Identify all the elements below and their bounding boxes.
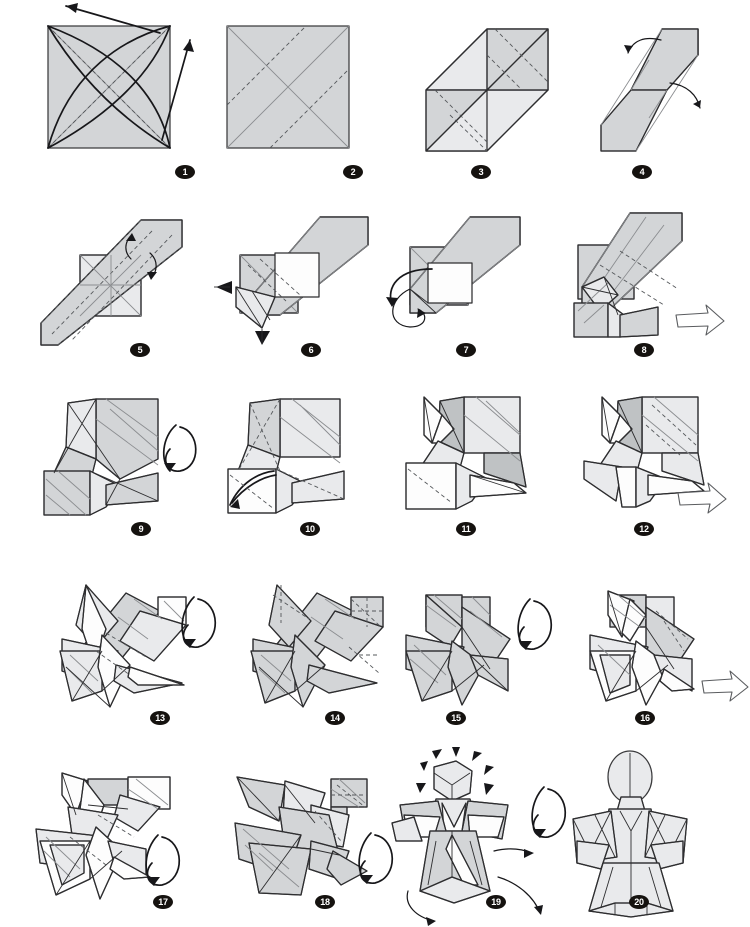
step-figure-1: 1 xyxy=(30,0,210,195)
step-badge-11: 11 xyxy=(456,522,476,536)
step-badge-19: 19 xyxy=(486,895,506,909)
step-badge-1: 1 xyxy=(175,165,195,179)
step-figure-7: 7 xyxy=(380,195,570,375)
step-row-5: 17 xyxy=(0,745,750,927)
step-badge-6: 6 xyxy=(301,343,321,357)
step-badge-17: 17 xyxy=(153,895,173,909)
step-badge-2: 2 xyxy=(343,165,363,179)
step-badge-9: 9 xyxy=(131,522,151,536)
step-figure-16: 16 xyxy=(560,555,750,745)
step-figure-19: 19 xyxy=(390,745,580,927)
step-badge-10: 10 xyxy=(300,522,320,536)
step-figure-14: 14 xyxy=(225,555,425,745)
step-row-1: 1 2 3 xyxy=(0,0,750,195)
step-badge-3: 3 xyxy=(471,165,491,179)
step-badge-20: 20 xyxy=(629,895,649,909)
step-figure-3: 3 xyxy=(395,0,575,195)
step-figure-10: 10 xyxy=(200,375,390,555)
step-badge-16: 16 xyxy=(635,711,655,725)
step-figure-18: 18 xyxy=(215,745,415,927)
step-figure-13: 13 xyxy=(10,555,230,745)
step-figure-17: 17 xyxy=(10,745,210,927)
step-badge-18: 18 xyxy=(315,895,335,909)
step-badge-12: 12 xyxy=(634,522,654,536)
step-figure-15: 15 xyxy=(380,555,570,745)
step-figure-8: 8 xyxy=(560,195,750,375)
step-row-2: 5 6 xyxy=(0,195,750,375)
step-figure-20: 20 xyxy=(565,745,750,927)
step-figure-12: 12 xyxy=(560,375,750,555)
step-figure-4: 4 xyxy=(565,0,750,195)
step-figure-5: 5 xyxy=(10,195,200,375)
step-badge-4: 4 xyxy=(632,165,652,179)
step-figure-11: 11 xyxy=(380,375,570,555)
step-figure-6: 6 xyxy=(200,195,390,375)
step-badge-8: 8 xyxy=(634,343,654,357)
step-badge-15: 15 xyxy=(446,711,466,725)
step-figure-9: 9 xyxy=(10,375,200,555)
step-figure-2: 2 xyxy=(215,0,395,195)
step-row-3: 9 xyxy=(0,375,750,555)
step-badge-13: 13 xyxy=(150,711,170,725)
step-badge-7: 7 xyxy=(456,343,476,357)
step-badge-5: 5 xyxy=(130,343,150,357)
step-badge-14: 14 xyxy=(325,711,345,725)
step-row-4: 13 xyxy=(0,555,750,745)
